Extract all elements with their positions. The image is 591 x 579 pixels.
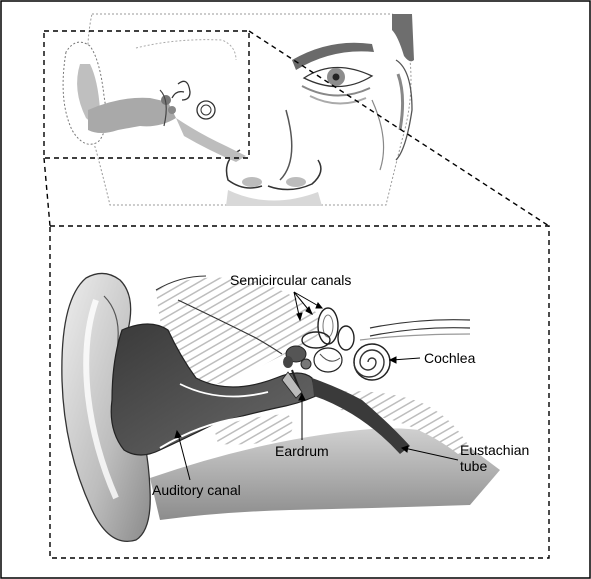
- label-eardrum: Eardrum: [275, 443, 329, 459]
- label-eustachian-line1: Eustachian: [460, 442, 530, 458]
- label-semicircular-canals: Semicircular canals: [230, 272, 352, 288]
- connector-line-left: [43, 157, 51, 227]
- label-eustachian-line2: tube: [460, 458, 488, 474]
- connector-line-right: [248, 30, 550, 227]
- label-auditory-canal: Auditory canal: [152, 482, 241, 498]
- label-cochlea: Cochlea: [424, 350, 476, 366]
- zoom-source-box: [43, 30, 250, 159]
- ear-cross-section: [61, 272, 500, 542]
- face-illustration: [62, 13, 414, 206]
